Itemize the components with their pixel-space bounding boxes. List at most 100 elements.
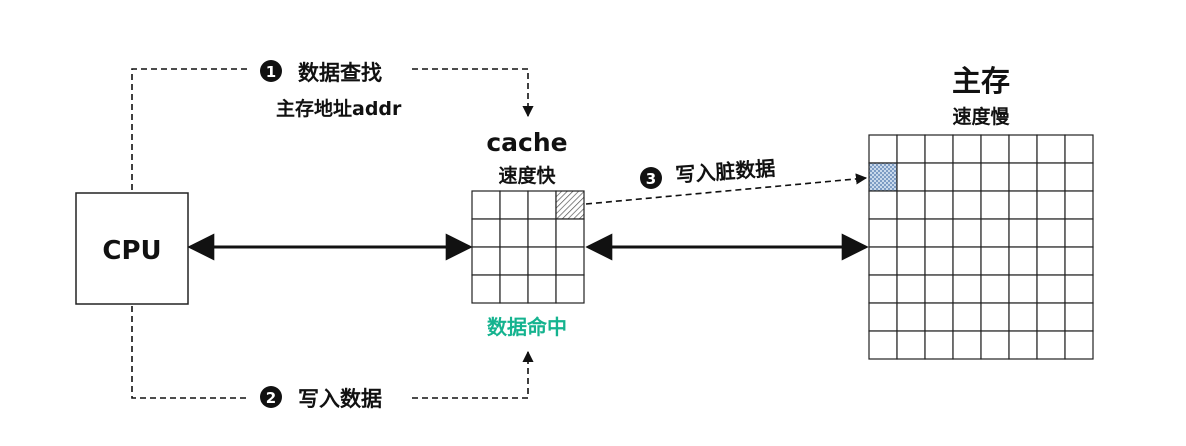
memory-cell — [868, 330, 898, 360]
step3-label: 写入脏数据 — [675, 156, 776, 187]
memory-cell — [868, 134, 898, 164]
memory-cell — [896, 134, 926, 164]
cache-grid — [471, 190, 585, 304]
cache-cell — [555, 218, 585, 248]
memory-cell — [1064, 274, 1094, 304]
memory-cell — [924, 246, 954, 276]
step2-path: 2 写入数据 — [131, 306, 534, 411]
step1-badge-icon — [260, 60, 282, 82]
step1-path: 1 数据查找 主存地址addr — [131, 60, 534, 190]
cache-cell — [555, 246, 585, 276]
step3-badge-icon — [640, 167, 662, 189]
memory-block: 主存 速度慢 — [868, 64, 1094, 360]
cache-cell — [527, 246, 557, 276]
memory-cell — [924, 330, 954, 360]
memory-cell — [1064, 302, 1094, 332]
memory-cell — [1064, 190, 1094, 220]
cache-cell — [527, 218, 557, 248]
memory-cell — [924, 162, 954, 192]
cpu-box — [75, 192, 189, 305]
cache-cell — [499, 246, 529, 276]
cache-cell — [499, 218, 529, 248]
cache-speed: 速度快 — [498, 164, 556, 187]
cpu-block: CPU — [75, 192, 189, 305]
memory-cell — [1064, 218, 1094, 248]
memory-speed: 速度慢 — [952, 105, 1010, 128]
memory-cell — [952, 218, 982, 248]
cache-cell — [471, 246, 501, 276]
memory-cell — [1036, 134, 1066, 164]
memory-cell — [924, 190, 954, 220]
step1-sublabel: 主存地址addr — [276, 97, 402, 120]
memory-cell — [952, 274, 982, 304]
cache-cell — [499, 274, 529, 304]
step3-badge-number: 3 — [646, 170, 656, 188]
memory-cell — [1036, 218, 1066, 248]
cache-cell — [471, 274, 501, 304]
cpu-label: CPU — [102, 236, 161, 266]
cache-cell — [499, 190, 529, 220]
memory-cell — [868, 218, 898, 248]
memory-cell — [868, 190, 898, 220]
memory-cell — [952, 162, 982, 192]
memory-cell — [1036, 330, 1066, 360]
memory-cell — [896, 274, 926, 304]
memory-cell — [896, 190, 926, 220]
step2-badge-number: 2 — [266, 389, 276, 407]
cache-title: cache — [486, 128, 567, 157]
memory-cell — [980, 218, 1010, 248]
cache-cell — [527, 190, 557, 220]
step1-badge-number: 1 — [266, 63, 276, 81]
memory-cell — [924, 134, 954, 164]
memory-cell — [1064, 162, 1094, 192]
memory-cell — [1036, 246, 1066, 276]
memory-cell — [980, 246, 1010, 276]
memory-cell — [1008, 190, 1038, 220]
step1-label: 数据查找 — [298, 61, 382, 85]
memory-cell — [896, 218, 926, 248]
memory-title: 主存 — [952, 64, 1010, 98]
memory-cell — [1036, 274, 1066, 304]
memory-cell — [1064, 246, 1094, 276]
memory-cell — [952, 302, 982, 332]
cache-cell — [471, 190, 501, 220]
memory-highlight-cell — [868, 162, 898, 192]
memory-cell — [896, 330, 926, 360]
memory-cell — [868, 302, 898, 332]
memory-cell — [980, 330, 1010, 360]
memory-cell — [924, 218, 954, 248]
memory-cell — [1008, 162, 1038, 192]
memory-cell — [980, 134, 1010, 164]
memory-cell — [1008, 330, 1038, 360]
step3-path: 3 写入脏数据 — [585, 156, 868, 205]
memory-cell — [952, 134, 982, 164]
memory-cell — [1064, 134, 1094, 164]
memory-cell — [1036, 190, 1066, 220]
memory-cell — [1008, 302, 1038, 332]
memory-cell — [980, 274, 1010, 304]
memory-cell — [868, 246, 898, 276]
memory-cell — [896, 162, 926, 192]
memory-grid — [868, 134, 1094, 360]
memory-cell — [952, 190, 982, 220]
memory-cell — [924, 274, 954, 304]
cache-highlight-cell — [555, 190, 585, 220]
memory-cell — [980, 190, 1010, 220]
cache-hit-label: 数据命中 — [487, 315, 567, 339]
memory-cell — [896, 246, 926, 276]
memory-cell — [1064, 330, 1094, 360]
memory-cell — [980, 162, 1010, 192]
memory-cell — [896, 302, 926, 332]
cache-cell — [527, 274, 557, 304]
memory-cell — [1008, 246, 1038, 276]
memory-cell — [868, 274, 898, 304]
memory-cell — [980, 302, 1010, 332]
memory-cell — [1008, 274, 1038, 304]
cache-cell — [471, 218, 501, 248]
memory-cell — [924, 302, 954, 332]
step2-label: 写入数据 — [298, 387, 382, 411]
cache-cell — [555, 274, 585, 304]
memory-cell — [1036, 302, 1066, 332]
